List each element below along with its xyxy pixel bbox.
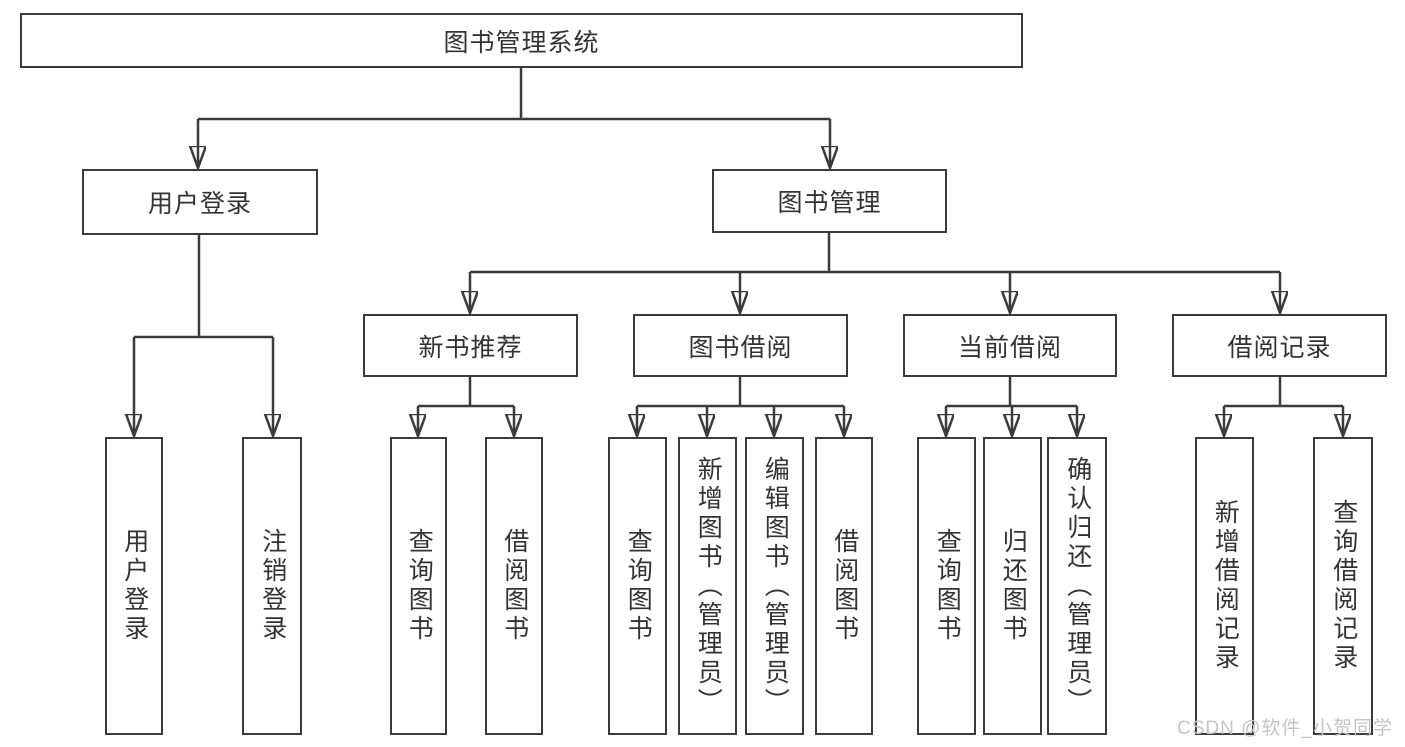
edge-current-borrowing-to-leaves <box>946 377 1077 435</box>
edge-root-to-level2 <box>198 68 830 167</box>
leaf-recommend-borrow-books: 借阅图书 <box>485 437 543 735</box>
leaf-borrowing-query-books: 查询图书 <box>608 437 667 735</box>
leaf-current-query-books-label: 查询图书 <box>933 528 962 644</box>
leaf-user-login: 用户登录 <box>105 437 163 735</box>
leaf-recommend-borrow-books-label: 借阅图书 <box>500 528 529 644</box>
leaf-borrowing-borrow-books: 借阅图书 <box>815 437 873 735</box>
leaf-recommend-query-books: 查询图书 <box>390 437 447 735</box>
leaf-records-add-record-label: 新增借阅记录 <box>1211 499 1240 673</box>
leaf-borrowing-add-books-admin: 新增图书（管理员） <box>678 437 737 735</box>
edge-book-management-to-modules <box>470 233 1280 312</box>
node-book-borrowing-label: 图书借阅 <box>688 333 793 362</box>
node-book-management-label: 图书管理 <box>777 189 882 217</box>
leaf-logout-login: 注销登录 <box>242 437 302 735</box>
node-user-login: 用户登录 <box>82 169 318 235</box>
node-user-login-label: 用户登录 <box>147 190 252 218</box>
edge-user-login-to-leaves <box>134 234 273 435</box>
leaf-borrowing-add-books-admin-label: 新增图书（管理员） <box>694 455 723 717</box>
leaf-logout-login-label: 注销登录 <box>258 528 287 644</box>
leaf-current-return-books: 归还图书 <box>983 437 1042 735</box>
leaf-borrowing-borrow-books-label: 借阅图书 <box>830 528 859 644</box>
leaf-records-query-record: 查询借阅记录 <box>1313 437 1373 735</box>
leaf-recommend-query-books-label: 查询图书 <box>405 528 434 644</box>
leaf-borrowing-query-books-label: 查询图书 <box>624 528 653 644</box>
node-book-borrowing: 图书借阅 <box>633 314 848 377</box>
node-current-borrowing-label: 当前借阅 <box>957 333 1062 362</box>
node-borrowing-records: 借阅记录 <box>1172 314 1387 377</box>
leaf-borrowing-edit-books-admin: 编辑图书（管理员） <box>745 437 804 735</box>
node-new-book-recommend: 新书推荐 <box>363 314 578 377</box>
edge-borrowing-records-to-leaves <box>1224 377 1343 435</box>
leaf-user-login-label: 用户登录 <box>120 528 149 644</box>
leaf-current-return-books-label: 归还图书 <box>999 528 1028 644</box>
node-book-management: 图书管理 <box>712 169 947 233</box>
edge-new-book-recommend-to-leaves <box>418 377 514 435</box>
node-borrowing-records-label: 借阅记录 <box>1227 333 1332 362</box>
leaf-borrowing-edit-books-admin-label: 编辑图书（管理员） <box>761 455 790 717</box>
node-root-system: 图书管理系统 <box>20 13 1023 68</box>
edge-book-borrowing-to-leaves <box>637 377 844 435</box>
leaf-records-query-record-label: 查询借阅记录 <box>1329 499 1358 673</box>
leaf-records-add-record: 新增借阅记录 <box>1195 437 1254 735</box>
node-new-book-recommend-label: 新书推荐 <box>418 333 523 362</box>
leaf-current-query-books: 查询图书 <box>917 437 976 735</box>
leaf-current-confirm-return-admin-label: 确认归还（管理员） <box>1063 455 1092 717</box>
csdn-watermark: CSDN @软件_小贺同学 <box>1177 718 1393 739</box>
node-root-system-label: 图书管理系统 <box>443 28 600 57</box>
node-current-borrowing: 当前借阅 <box>903 314 1117 377</box>
leaf-current-confirm-return-admin: 确认归还（管理员） <box>1047 437 1107 735</box>
